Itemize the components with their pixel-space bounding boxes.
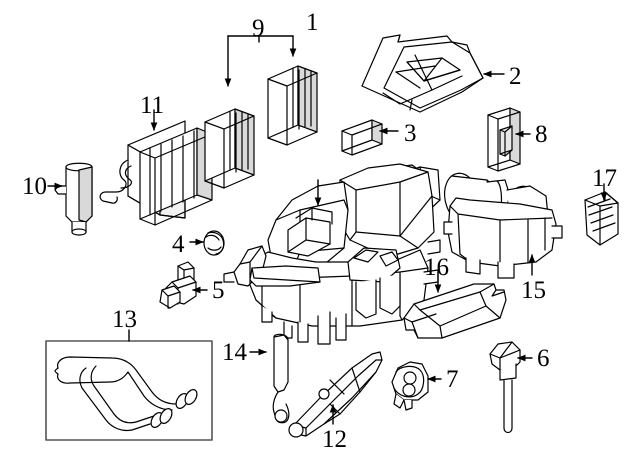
callout-label-2: 2 — [509, 63, 522, 90]
part-seal-grommet — [203, 230, 225, 256]
callout-label-12: 12 — [322, 426, 347, 453]
callout-label-6: 6 — [537, 345, 550, 372]
part-link-rod-actuator-arm — [272, 333, 290, 424]
part-blower-cover-panel — [403, 283, 507, 339]
part-blower-motor-resistor — [584, 191, 619, 246]
callout-label-13: 13 — [112, 306, 137, 333]
part-foam-seal-pad — [341, 119, 383, 156]
part-actuator-motor-lever — [391, 361, 429, 411]
part-hvac-housing-assembly — [223, 163, 441, 345]
callout-label-14: 14 — [222, 339, 247, 366]
callout-label-5: 5 — [212, 277, 225, 304]
callout-label-3: 3 — [404, 120, 417, 147]
callout-label-10: 10 — [22, 173, 47, 200]
callout-label-11: 11 — [140, 92, 165, 119]
part-heater-hose-assembly — [45, 340, 213, 441]
part-upper-air-duct-cover — [361, 34, 484, 113]
part-mounting-bracket-clip — [159, 261, 197, 309]
part-rectangular-seal-block — [487, 107, 521, 172]
callout-label-9: 9 — [252, 15, 265, 42]
callout-label-7: 7 — [446, 366, 459, 393]
part-lower-air-duct — [288, 351, 383, 438]
callout-label-8: 8 — [535, 121, 548, 148]
leader-9 — [224, 35, 297, 87]
callout-label-15: 15 — [521, 277, 546, 304]
part-temperature-sensor-probe — [489, 341, 521, 434]
part-blower-motor-assembly — [443, 172, 563, 279]
callout-label-16: 16 — [424, 254, 449, 281]
part-cabin-air-filter-left — [204, 108, 255, 189]
part-evaporator-core — [99, 120, 213, 226]
part-expansion-valve-receiver — [54, 162, 93, 236]
callout-label-17: 17 — [592, 165, 617, 192]
callout-label-1: 1 — [306, 9, 319, 36]
callout-label-4: 4 — [172, 231, 185, 258]
part-cabin-air-filter-right — [267, 65, 318, 146]
